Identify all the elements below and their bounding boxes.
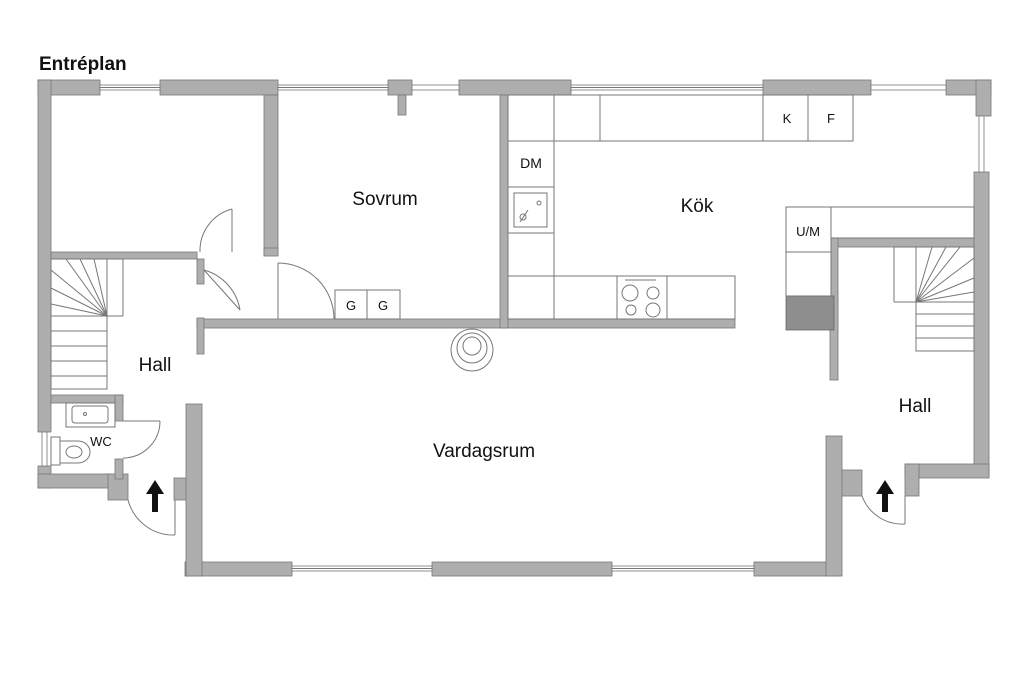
windows	[41, 84, 985, 572]
room-label-wc: WC	[90, 434, 112, 449]
fixture-label-um: U/M	[796, 224, 820, 239]
fixture-label-k: K	[783, 111, 792, 126]
room-label-sovrum: Sovrum	[352, 189, 417, 210]
interior-walls	[50, 94, 975, 480]
room-label-kok: Kök	[681, 196, 714, 217]
room-label-hall-right: Hall	[899, 396, 932, 417]
fixture-label-g2: G	[378, 298, 388, 313]
room-label-hall-left: Hall	[139, 355, 172, 376]
entry-arrows	[146, 480, 894, 512]
freezer-f-box	[807, 94, 854, 142]
entry-arrow-right-icon	[876, 480, 894, 512]
stairs-right	[893, 246, 975, 352]
fridge-k-box	[762, 94, 809, 142]
entry-arrow-left-icon	[146, 480, 164, 512]
stairs-left	[50, 258, 124, 390]
fixture-label-f: F	[827, 111, 835, 126]
wc-fixtures	[50, 402, 116, 466]
doors	[122, 208, 906, 536]
plan-title: Entréplan	[39, 54, 127, 75]
fireplace	[450, 328, 494, 372]
kitchen-fixtures	[507, 94, 975, 320]
stove	[616, 275, 668, 320]
fixture-label-dm: DM	[520, 155, 542, 171]
fixture-label-g1: G	[346, 298, 356, 313]
room-label-vardagsrum: Vardagsrum	[433, 441, 535, 462]
wardrobes	[334, 289, 401, 320]
um-box	[785, 206, 832, 253]
